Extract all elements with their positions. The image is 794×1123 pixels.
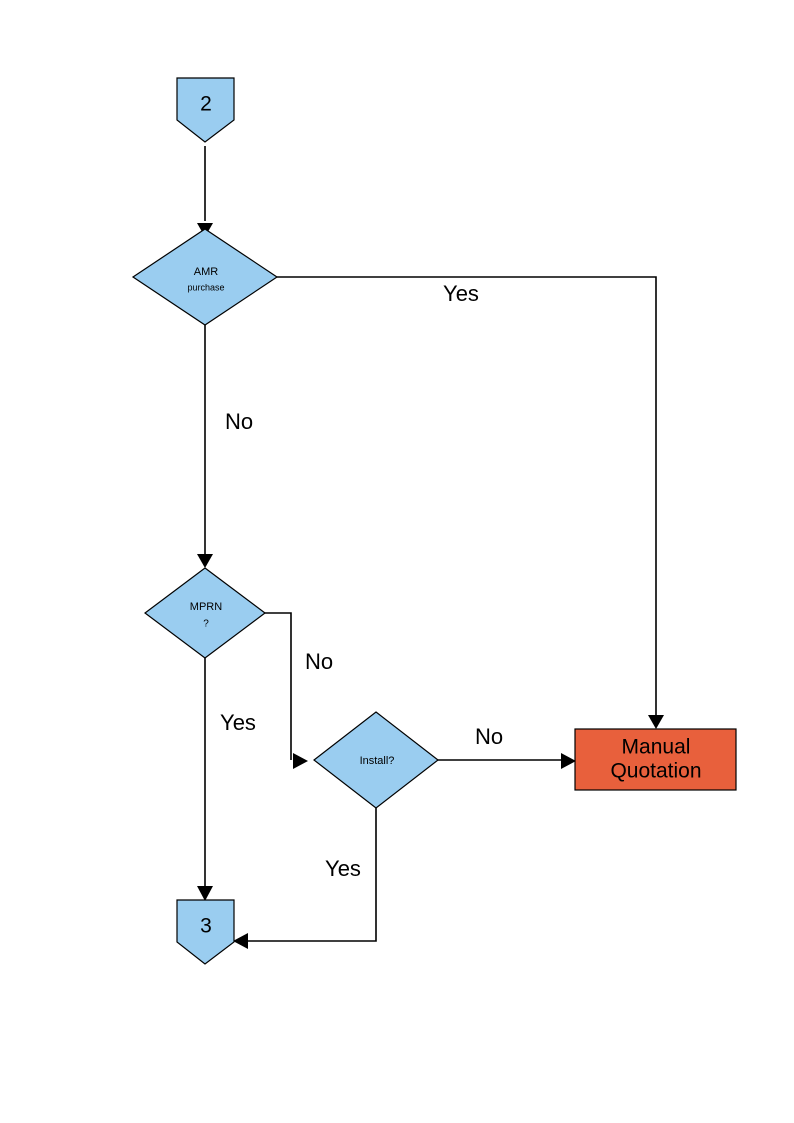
node-label: 3 [200,915,212,938]
arrow-head-right [293,753,308,769]
edge-install-yes-to-connector-out: Yes [233,808,377,949]
node-label-line2: ? [203,619,209,630]
node-connector-in[interactable]: 2 [176,77,235,143]
diamond-shape[interactable] [131,228,279,326]
edge-mprn-no-to-install: No [265,612,333,769]
node-label-line1: MPRN [190,601,222,613]
edge-line [242,808,377,942]
diamond-shape[interactable] [313,711,439,809]
node-label-line1: Install? [360,755,395,767]
pentagon-shield-shape[interactable] [176,77,235,143]
pentagon-shield-shape[interactable] [176,899,235,965]
node-label-line2: Quotation [610,760,701,783]
edge-line [265,612,292,760]
node-process-manual-quotation[interactable]: Manual Quotation [574,728,737,791]
edge-label-yes: Yes [443,281,479,306]
edge-amr-no-to-mprn: No [197,325,253,568]
arrow-head-down [648,715,664,729]
arrow-head-down [197,554,213,568]
nodes-layer: 2 AMR purchase MPRN ? Install? Manual Qu… [131,77,737,965]
edge-line [277,276,657,721]
edges-layer: Yes No No Yes No [197,146,664,949]
node-connector-out[interactable]: 3 [176,899,235,965]
arrow-head-down [197,886,213,901]
edge-start-to-amr [197,146,213,237]
node-decision-mprn[interactable]: MPRN ? [144,567,266,659]
node-label-line1: Manual [622,736,691,759]
edge-label-yes: Yes [325,856,361,881]
arrow-head-right [561,753,576,769]
node-decision-install[interactable]: Install? [313,711,439,809]
arrow-head-left [233,933,248,949]
node-decision-amr[interactable]: AMR purchase [131,228,279,326]
edge-mprn-yes-to-connector-out: Yes [197,658,256,901]
edge-label-no: No [305,649,333,674]
node-label: 2 [200,93,212,116]
edge-label-no: No [475,724,503,749]
edge-install-no-to-manual: No [438,724,576,769]
node-label-line1: AMR [194,266,219,278]
edge-label-no: No [225,409,253,434]
edge-label-yes: Yes [220,710,256,735]
node-label-line2: purchase [187,282,224,292]
rectangle-shape[interactable] [574,728,737,791]
edge-amr-yes-to-manual: Yes [277,276,664,729]
diamond-shape[interactable] [144,567,266,659]
